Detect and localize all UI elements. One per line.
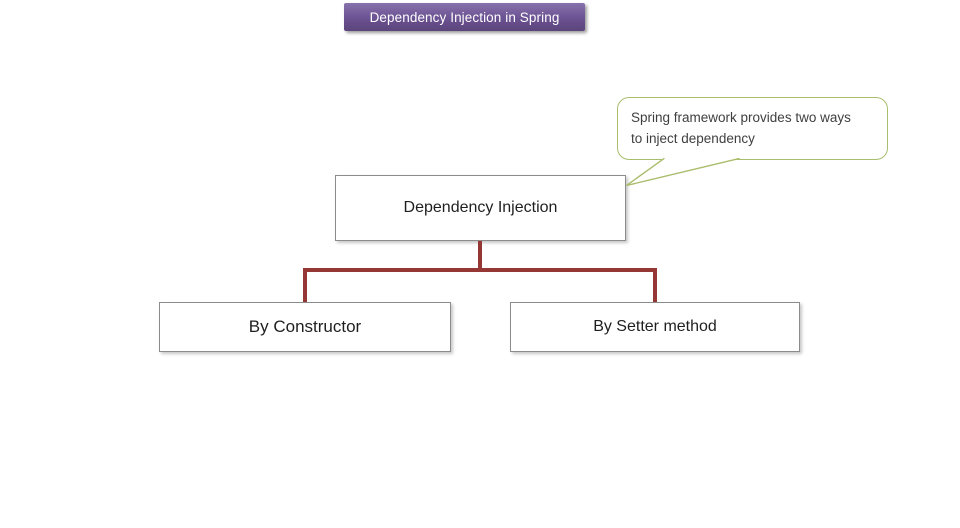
callout-text-line-1: Spring framework provides two ways <box>631 110 851 125</box>
connector-crossbar <box>303 268 657 272</box>
node-dependency-injection: Dependency Injection <box>335 175 626 241</box>
node-dependency-injection-label: Dependency Injection <box>403 199 558 216</box>
node-by-constructor: By Constructor <box>159 302 451 352</box>
callout-bubble: Spring framework provides two ways to in… <box>617 97 888 160</box>
connector-stem <box>478 241 482 272</box>
callout-text-line-2: to inject dependency <box>631 131 755 146</box>
title-banner-label: Dependency Injection in Spring <box>369 9 560 25</box>
connector-drop-left <box>303 268 307 302</box>
node-by-setter-method-label: By Setter method <box>593 318 717 335</box>
node-by-setter-method: By Setter method <box>510 302 800 352</box>
connector-drop-right <box>653 268 657 302</box>
title-banner: Dependency Injection in Spring <box>344 3 585 31</box>
node-by-constructor-label: By Constructor <box>248 317 362 336</box>
